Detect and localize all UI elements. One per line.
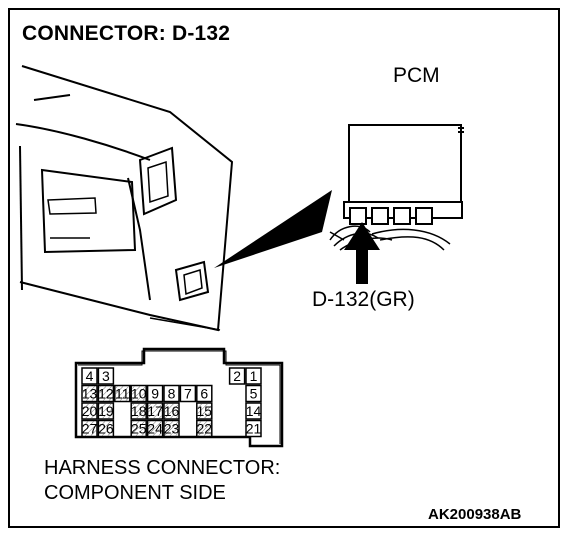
figure-code: AK200938AB <box>428 506 522 523</box>
svg-text:17: 17 <box>147 403 163 419</box>
pin-16: 16 <box>163 402 180 420</box>
pin-5: 5 <box>245 384 262 403</box>
pin-10: 10 <box>130 384 147 403</box>
svg-text:14: 14 <box>246 403 262 419</box>
pin-9: 9 <box>146 384 164 403</box>
pin-25: 25 <box>130 419 147 438</box>
svg-text:7: 7 <box>184 386 192 402</box>
pin-26: 26 <box>97 419 115 438</box>
svg-text:11: 11 <box>115 386 130 402</box>
svg-text:4: 4 <box>86 368 94 384</box>
pin-14: 14 <box>245 402 262 420</box>
harness-caption-line1: HARNESS CONNECTOR: <box>44 457 281 479</box>
page-title: CONNECTOR: D-132 <box>22 22 231 45</box>
svg-text:9: 9 <box>151 386 159 402</box>
svg-text:3: 3 <box>102 368 110 384</box>
pin-23: 23 <box>163 419 180 438</box>
pin-18: 18 <box>130 402 147 420</box>
svg-text:23: 23 <box>164 421 180 437</box>
svg-text:27: 27 <box>82 421 98 437</box>
svg-text:24: 24 <box>147 421 163 437</box>
pin-3: 3 <box>97 367 115 385</box>
svg-text:22: 22 <box>197 421 213 437</box>
diagram-frame <box>8 8 560 528</box>
instrument-panel-drawing <box>15 65 234 332</box>
svg-text:25: 25 <box>131 421 147 437</box>
svg-text:5: 5 <box>250 386 258 402</box>
svg-text:15: 15 <box>197 403 213 419</box>
pin-1: 1 <box>245 367 262 385</box>
callout-wedge <box>214 190 332 268</box>
pcm-unit-drawing <box>343 124 464 225</box>
svg-text:1: 1 <box>250 368 258 384</box>
pin-8: 8 <box>163 384 180 403</box>
pin-15: 15 <box>196 402 213 420</box>
svg-text:12: 12 <box>98 386 114 402</box>
harness-caption-line2: COMPONENT SIDE <box>44 482 226 504</box>
pin-12: 12 <box>97 384 115 403</box>
svg-text:21: 21 <box>246 421 262 437</box>
svg-text:10: 10 <box>131 386 147 402</box>
pin-7: 7 <box>179 384 197 403</box>
pin-21: 21 <box>245 419 262 438</box>
pin-2: 2 <box>228 367 246 385</box>
connector-id-label: D-132(GR) <box>312 288 415 311</box>
pin-11: 11 <box>114 384 131 403</box>
svg-text:18: 18 <box>131 403 147 419</box>
connector-arrow <box>344 222 380 284</box>
pin-19: 19 <box>97 402 115 420</box>
pin-20: 20 <box>81 402 98 420</box>
svg-text:8: 8 <box>168 386 176 402</box>
pin-24: 24 <box>146 419 164 438</box>
svg-text:26: 26 <box>98 421 114 437</box>
svg-text:19: 19 <box>98 403 114 419</box>
svg-text:2: 2 <box>233 368 241 384</box>
pin-22: 22 <box>196 419 213 438</box>
svg-text:20: 20 <box>82 403 98 419</box>
pin-4: 4 <box>81 367 98 385</box>
pin-17: 17 <box>146 402 164 420</box>
pin-13: 13 <box>81 384 98 403</box>
svg-text:6: 6 <box>200 386 208 402</box>
pin-6: 6 <box>196 384 213 403</box>
pcm-label: PCM <box>393 64 440 87</box>
svg-text:16: 16 <box>164 403 180 419</box>
pin-27: 27 <box>81 419 98 438</box>
svg-text:13: 13 <box>82 386 98 402</box>
harness-connector-caption: HARNESS CONNECTOR: COMPONENT SIDE <box>44 456 280 506</box>
